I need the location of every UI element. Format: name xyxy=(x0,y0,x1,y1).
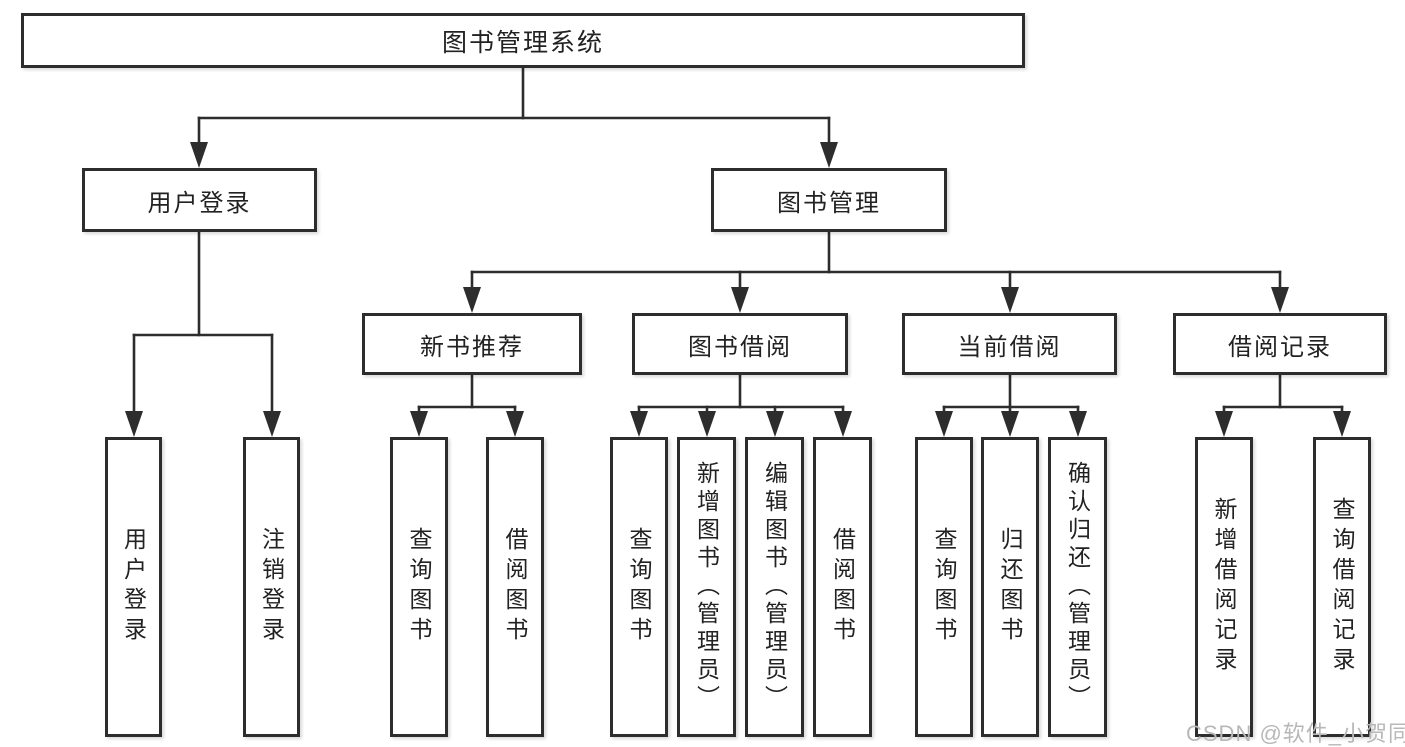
node-user-login: 用户登录 xyxy=(105,437,162,737)
node-logout: 注销登录 xyxy=(243,437,300,737)
node-new-book-recommendation: 新书推荐 xyxy=(362,313,582,375)
node-user-login-module: 用户登录 xyxy=(82,168,317,232)
node-library-management-system: 图书管理系统 xyxy=(21,13,1025,68)
node-add-borrow-record: 新增借阅记录 xyxy=(1195,437,1253,737)
node-query-borrow-record: 查询借阅记录 xyxy=(1313,437,1371,737)
node-confirm-return-admin: 确认归还（管理员） xyxy=(1048,437,1107,737)
node-query-books-current: 查询图书 xyxy=(915,437,973,737)
csdn-watermark: CSDN @软件_小贺同学 xyxy=(1186,721,1405,746)
node-borrowing-records: 借阅记录 xyxy=(1173,313,1387,375)
node-query-books-borrowing: 查询图书 xyxy=(610,437,668,737)
node-edit-book-admin: 编辑图书（管理员） xyxy=(745,437,804,737)
node-borrow-books-recommend: 借阅图书 xyxy=(486,437,544,737)
node-current-borrowing: 当前借阅 xyxy=(902,313,1117,375)
node-book-management-module: 图书管理 xyxy=(711,168,947,232)
node-add-book-admin: 新增图书（管理员） xyxy=(677,437,736,737)
node-book-borrowing: 图书借阅 xyxy=(632,313,848,375)
node-borrow-books: 借阅图书 xyxy=(813,437,872,737)
node-query-books-recommend: 查询图书 xyxy=(390,437,448,737)
node-return-books: 归还图书 xyxy=(981,437,1039,737)
